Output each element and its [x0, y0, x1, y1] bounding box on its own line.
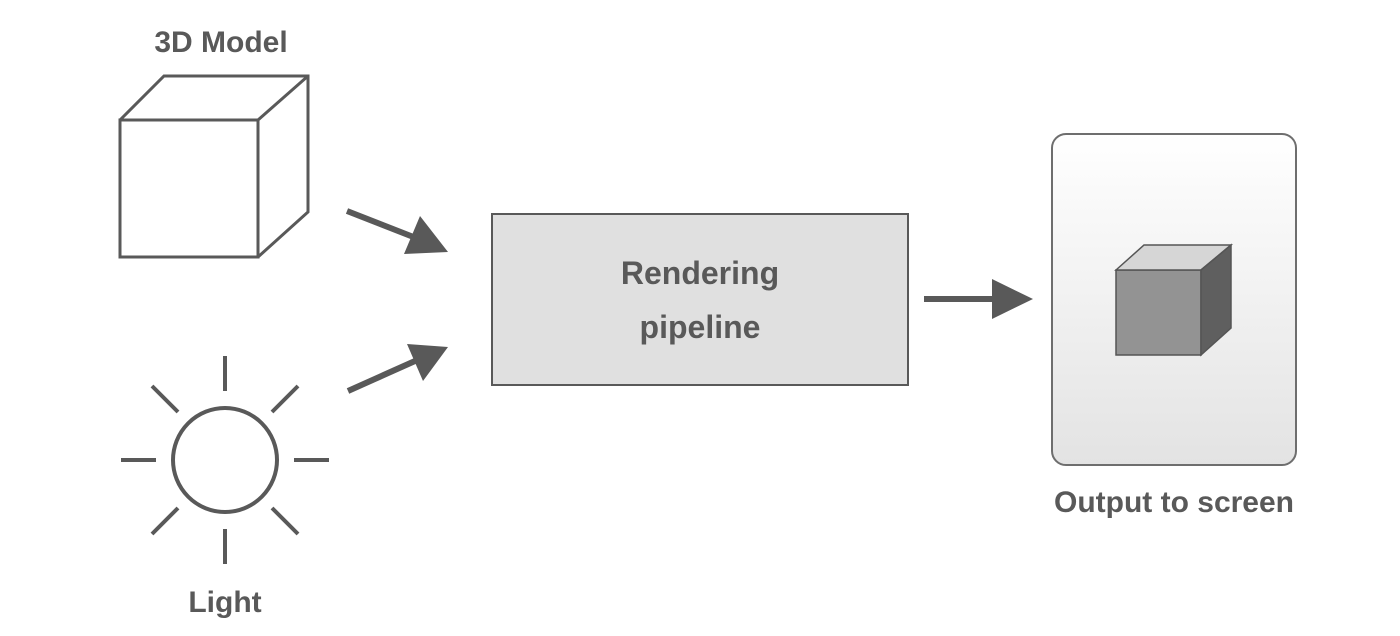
light-label: Light: [188, 586, 261, 619]
pipeline-label-line1: Rendering: [621, 255, 779, 291]
output-label: Output to screen: [1054, 486, 1294, 519]
arrow-model-to-pipeline: [345, 208, 448, 254]
rendering-pipeline-box: [491, 213, 909, 386]
pipeline-label-line2: pipeline: [640, 309, 761, 345]
arrow-light-to-pipeline: [346, 344, 448, 394]
arrow-pipeline-to-screen: [924, 279, 1033, 319]
cube-wireframe-icon: [118, 74, 310, 259]
shaded-cube-icon: [1114, 243, 1234, 357]
sun-icon: [121, 356, 329, 564]
model-label: 3D Model: [154, 26, 287, 59]
